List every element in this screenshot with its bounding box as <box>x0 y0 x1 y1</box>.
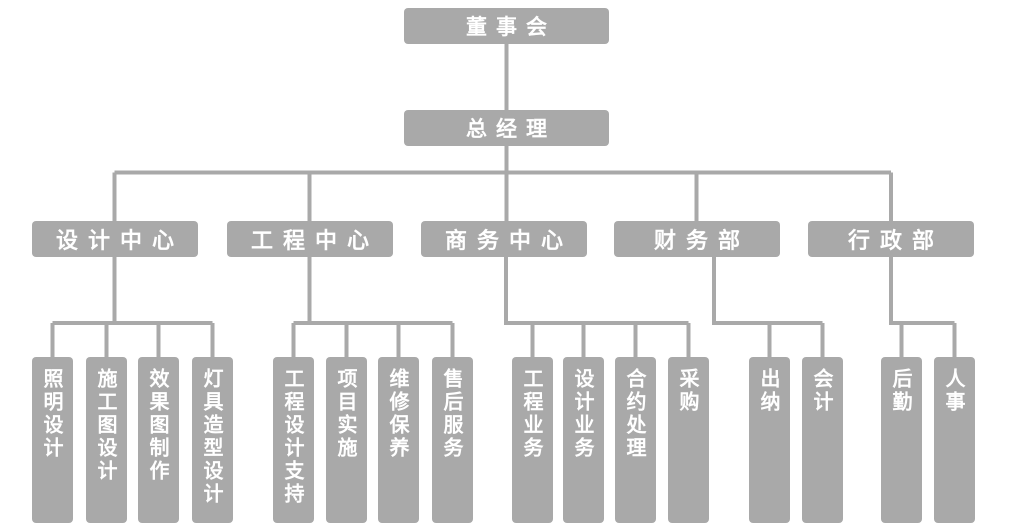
team-construction-drawing-design-box: 施工图设计 <box>86 357 127 523</box>
team-cashier-box: 出纳 <box>749 357 790 523</box>
dept-finance-box: 财务部 <box>614 221 780 257</box>
team-rendering-production-box: 效果图制作 <box>138 357 179 523</box>
dept-business-center-box: 商务中心 <box>421 221 587 257</box>
connector-engineering-center-children <box>291 257 455 357</box>
connector-business-center-children <box>504 257 691 357</box>
team-accounting-box: 会计 <box>802 357 843 523</box>
dept-engineering-center-box: 工程中心 <box>227 221 393 257</box>
dept-design-center-box: 设计中心 <box>32 221 198 257</box>
dept-admin-box: 行政部 <box>808 221 974 257</box>
connector-admin-children <box>889 257 957 357</box>
connector-design-center-children <box>50 257 215 357</box>
connector-finance-children <box>712 257 825 357</box>
team-engineering-design-support-box: 工程设计支持 <box>273 357 314 523</box>
team-after-sales-service-box: 售后服务 <box>432 357 473 523</box>
team-maintenance-box: 维修保养 <box>378 357 419 523</box>
team-lighting-design-box: 照明设计 <box>32 357 73 523</box>
team-logistics-box: 后勤 <box>881 357 922 523</box>
team-hr-box: 人事 <box>934 357 975 523</box>
team-lamp-styling-design-box: 灯具造型设计 <box>192 357 233 523</box>
team-project-implementation-box: 项目实施 <box>326 357 367 523</box>
board-box: 董事会 <box>404 8 609 44</box>
team-procurement-box: 采购 <box>668 357 709 523</box>
general-manager-box: 总经理 <box>404 110 609 146</box>
team-design-business-box: 设计业务 <box>563 357 604 523</box>
connector-gm-to-departments <box>112 146 893 221</box>
team-engineering-business-box: 工程业务 <box>512 357 553 523</box>
team-contract-processing-box: 合约处理 <box>615 357 656 523</box>
